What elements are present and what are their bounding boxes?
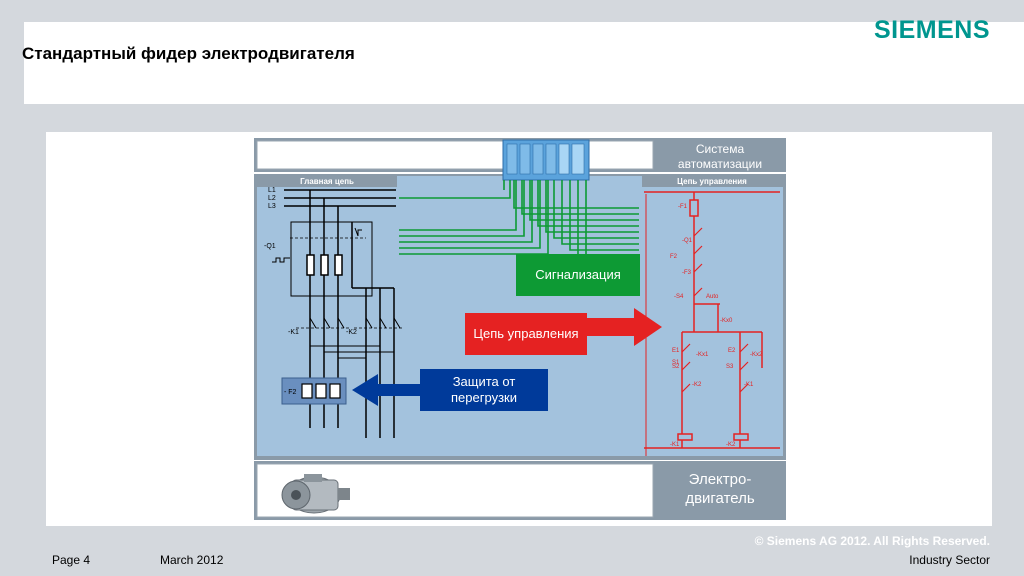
ctrl-label-s2: S2 <box>672 364 680 370</box>
main-circuit-header <box>257 176 397 187</box>
signaling-label: Сигнализация <box>535 267 621 282</box>
ctrl-label-s1: S1 <box>672 360 680 366</box>
control-circuit-header <box>642 176 783 187</box>
ctrl-label-s3: S3 <box>726 364 734 370</box>
overload-arrow <box>352 374 426 406</box>
siemens-logo: SIEMENS <box>873 16 990 44</box>
control-arrow <box>584 308 662 346</box>
ctrl-label-s4: -S4 <box>674 294 684 300</box>
overload-protection-box: Защита от перегрузки <box>420 369 548 411</box>
ctrl-label-q1: -Q1 <box>682 238 693 244</box>
breaker-label: -Q1 <box>264 243 276 250</box>
automation-bar-white <box>256 140 654 170</box>
ctrl-label-e1: E1 <box>672 348 680 354</box>
ctrl-label-f3: -F3 <box>682 270 692 276</box>
plc-module-icon <box>502 139 590 181</box>
control-circuit-label: Цепь управления <box>677 177 747 186</box>
page-title: Стандартный фидер электродвигателя <box>22 44 355 63</box>
overload-relay-block <box>281 377 347 405</box>
motor-label: Электро-двигатель <box>685 471 755 507</box>
phase-label-l2: L2 <box>268 195 276 202</box>
control-circuit-box: Цепь управления <box>465 313 587 355</box>
footer-date: March 2012 <box>160 553 224 567</box>
ctrl-label-k1-coil: -K1 <box>670 442 680 448</box>
ctrl-label-f2: F2 <box>670 254 678 260</box>
phase-label-l3: L3 <box>268 203 276 210</box>
signaling-box: Сигнализация <box>516 254 640 296</box>
ctrl-label-k2-coil: -K2 <box>726 442 736 448</box>
overload-protection-label: Защита от перегрузки <box>451 374 517 405</box>
main-circuit-label: Главная цепь <box>300 177 354 186</box>
ctrl-label-k1-contact: -K1 <box>744 382 754 388</box>
ctrl-label-e2: E2 <box>728 348 736 354</box>
ctrl-label-k11: -Kx1 <box>696 352 709 358</box>
ctrl-label-k2-contact: -K2 <box>692 382 702 388</box>
page-number: Page 4 <box>52 553 91 567</box>
ctrl-label-k0: -Kx0 <box>720 318 733 324</box>
industry-sector: Industry Sector <box>909 553 990 567</box>
overload-relay-label: - F2 <box>284 389 297 396</box>
control-circuit-callout-label: Цепь управления <box>473 326 579 341</box>
overload-relay-elements <box>301 383 341 399</box>
motor-icon <box>281 474 350 514</box>
ctrl-label-f1: -F1 <box>678 204 688 210</box>
copyright: © Siemens AG 2012. All Rights Reserved. <box>754 534 990 548</box>
contactor2-label: -K2 <box>346 329 357 336</box>
control-circuit <box>644 191 780 449</box>
ctrl-label-auto: Auto <box>706 294 719 300</box>
automation-system-label: Система автоматизации <box>677 142 763 171</box>
ctrl-label-k12: -Kx2 <box>750 352 763 358</box>
phase-label-l1: L1 <box>268 187 276 194</box>
header-bar <box>24 22 1024 104</box>
contactor1-label: -K1 <box>288 329 299 336</box>
